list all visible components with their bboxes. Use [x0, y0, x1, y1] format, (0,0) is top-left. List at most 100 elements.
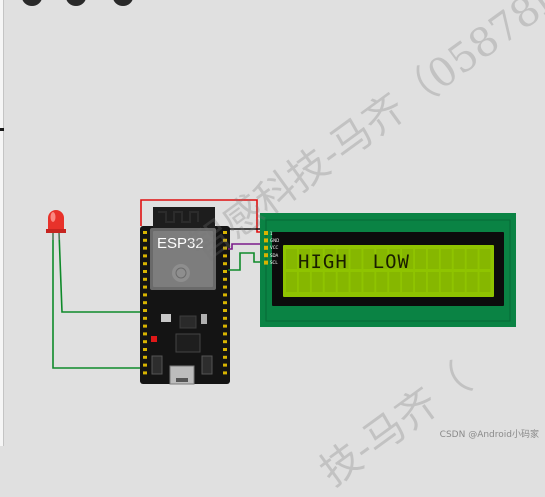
lcd-cell	[440, 272, 452, 292]
lcd-pin-label: VCC	[270, 245, 279, 251]
lcd-cell	[479, 272, 491, 292]
lcd-cell	[376, 249, 388, 269]
pin	[223, 262, 227, 266]
lcd-cell	[311, 249, 323, 269]
lcd-cell	[389, 272, 401, 292]
pin	[223, 316, 227, 320]
lcd-pin	[264, 245, 268, 250]
pin	[143, 340, 147, 344]
lcd-cell	[376, 272, 388, 292]
lcd-cell	[337, 249, 349, 269]
lcd-cell	[363, 272, 375, 292]
red-led[interactable]	[46, 210, 66, 240]
pin	[143, 285, 147, 289]
lcd-cell	[324, 272, 336, 292]
pin	[223, 371, 227, 375]
pin	[143, 363, 147, 367]
wire-scl	[228, 252, 270, 271]
lcd-cell	[466, 249, 478, 269]
toolbar-button-1[interactable]	[22, 0, 42, 6]
pin	[143, 316, 147, 320]
pin	[143, 254, 147, 258]
lcd-pin	[264, 238, 268, 243]
lcd-pin	[264, 231, 268, 235]
lcd-cell	[298, 249, 310, 269]
lcd-cell	[363, 249, 375, 269]
pin	[223, 301, 227, 305]
lcd-cell	[466, 272, 478, 292]
left-rail	[0, 0, 4, 446]
wire-led-anode	[58, 231, 140, 313]
pin	[143, 332, 147, 336]
lcd-cell	[286, 249, 297, 269]
toolbar-button-3[interactable]	[113, 0, 133, 6]
pin	[143, 301, 147, 305]
lcd-cell	[311, 272, 323, 292]
pin	[223, 293, 227, 297]
lcd-character-grid	[286, 249, 491, 292]
lcd-cell	[350, 249, 362, 269]
pin	[223, 324, 227, 328]
pin	[223, 231, 227, 234]
lcd-pin-pads	[264, 231, 268, 265]
pin	[223, 348, 227, 351]
pin	[143, 246, 147, 250]
lcd-cell	[453, 249, 465, 269]
circuit-canvas	[46, 199, 516, 385]
pin	[223, 246, 227, 250]
lcd-cell	[389, 249, 401, 269]
lcd-pin-label: SCL	[270, 260, 278, 266]
lcd-module[interactable]	[260, 213, 516, 327]
esp32-chip-label: ESP32	[157, 235, 204, 252]
lcd-cell	[298, 272, 310, 292]
pin	[143, 309, 147, 312]
lcd-cell	[453, 272, 465, 292]
lcd-cell	[440, 249, 452, 269]
lcd-pin	[264, 253, 268, 258]
pin	[143, 371, 147, 375]
lcd-cell	[402, 249, 414, 269]
pin	[143, 348, 147, 351]
pin	[223, 309, 227, 312]
pin	[223, 355, 227, 359]
wire-led-cathode	[52, 232, 140, 369]
lcd-cell	[337, 272, 349, 292]
lcd-cell	[415, 272, 426, 292]
lcd-cell	[402, 272, 414, 292]
pin	[223, 270, 227, 273]
lcd-cell	[324, 249, 336, 269]
credit-text: CSDN @Android小码家	[439, 430, 539, 440]
pin-header-left	[143, 231, 147, 375]
pin	[143, 231, 147, 234]
pin	[223, 332, 227, 336]
lcd-pin	[264, 260, 268, 265]
lcd-cell	[427, 272, 439, 292]
pin	[143, 324, 147, 328]
pin	[143, 270, 147, 273]
pin	[143, 262, 147, 266]
pin	[223, 340, 227, 344]
lcd-cell	[427, 249, 439, 269]
lcd-pin-label: SDA	[270, 252, 279, 258]
pin	[143, 355, 147, 359]
pin	[223, 277, 227, 281]
led-wires	[52, 231, 140, 369]
lcd-cell	[479, 249, 491, 269]
pin	[143, 277, 147, 281]
esp32-board[interactable]	[140, 207, 230, 385]
pin-header-right	[223, 231, 227, 375]
lcd-cell	[286, 272, 297, 292]
lcd-display-text: HIGH LOW	[298, 251, 410, 273]
pin	[223, 285, 227, 289]
lcd-pin-label: GND	[270, 237, 280, 243]
pin	[143, 293, 147, 297]
toolbar-button-2[interactable]	[66, 0, 86, 6]
pin	[223, 238, 227, 242]
pin	[223, 363, 227, 367]
lcd-pin-label: 1	[270, 230, 273, 236]
pin	[143, 238, 147, 242]
pin	[223, 254, 227, 258]
lcd-cell	[350, 272, 362, 292]
lcd-cell	[415, 249, 426, 269]
rail-marker	[0, 128, 4, 131]
